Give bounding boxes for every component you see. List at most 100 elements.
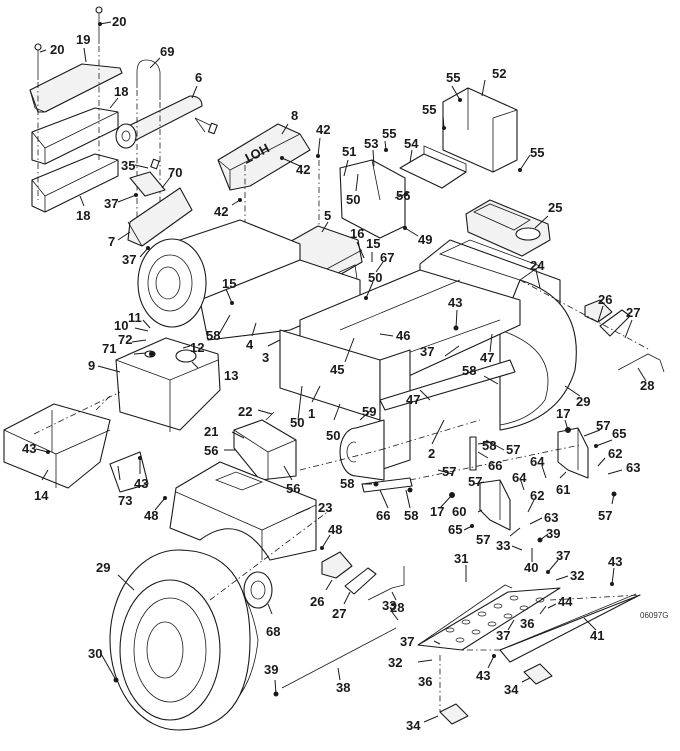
bezel-27-upper [599,309,631,337]
leader-lines [35,21,647,723]
callout-47: 47 [406,392,420,407]
callout-25: 25 [548,200,562,215]
battery-cover-52 [442,87,518,173]
step-41 [499,593,641,663]
callout-39: 39 [546,526,560,541]
callout-65: 65 [612,426,626,441]
callout-37: 37 [400,634,414,649]
callout-57: 57 [468,474,482,489]
callout-48: 48 [144,508,158,523]
callout-50: 50 [346,192,360,207]
seat-cushion-19 [29,63,123,113]
callout-55: 55 [422,102,436,117]
callout-17: 17 [430,504,444,519]
seat-pad-18-upper [31,107,119,165]
callout-38: 38 [336,680,350,695]
callout-58: 58 [404,508,418,523]
light-26-lower [321,551,353,579]
callout-29: 29 [96,560,110,575]
callout-11: 11 [128,310,142,325]
fuel-tank-9 [115,337,221,432]
callout-50: 50 [290,415,304,430]
callout-37: 37 [496,628,510,643]
callout-51: 51 [342,144,356,159]
callout-55: 55 [446,70,460,85]
callout-17: 17 [556,406,570,421]
callout-15: 15 [366,236,380,251]
footplate-31 [417,584,561,651]
callout-32: 32 [388,655,402,670]
seat-pad-18-lower [31,153,119,213]
callout-27: 27 [332,606,346,621]
callout-64: 64 [530,454,545,469]
callout-21: 21 [204,424,218,439]
callout-18: 18 [114,84,128,99]
callout-19: 19 [76,32,90,47]
callout-1: 1 [308,406,315,421]
callout-52: 52 [492,66,506,81]
callout-37: 37 [104,196,118,211]
callout-12: 12 [190,340,204,355]
callout-63: 63 [626,460,640,475]
callout-47: 47 [480,350,494,365]
mount-60 [479,479,511,531]
bar-66-upper [469,436,477,471]
bracket-28-upper [617,353,665,373]
callout-72: 72 [118,332,132,347]
callout-73: 73 [118,493,132,508]
callout-37: 37 [556,548,570,563]
callout-35: 35 [121,158,135,173]
callout-28: 28 [390,600,404,615]
callout-62: 62 [530,488,544,503]
callout-22: 22 [238,404,252,419]
callout-55: 55 [382,126,396,141]
callout-13: 13 [224,368,238,383]
callout-29: 29 [576,394,590,409]
tray-14 [3,403,111,489]
callout-43: 43 [476,668,490,683]
callout-28: 28 [640,378,654,393]
callout-59: 59 [362,404,376,419]
shaft-38 [281,627,397,689]
wheel-upper-left [137,238,207,328]
seat-mount-21 [233,411,297,481]
callout-50: 50 [368,270,382,285]
callout-62: 62 [608,446,622,461]
pin-20-right [95,6,103,44]
callout-26: 26 [598,292,612,307]
callout-66: 66 [376,508,390,523]
pin-20-left [34,43,42,80]
callout-69: 69 [160,44,174,59]
callout-41: 41 [590,628,604,643]
heat-shield-8: HOT [217,123,311,191]
callout-54: 54 [404,136,419,151]
callout-50: 50 [326,428,340,443]
callout-18: 18 [76,208,90,223]
callout-68: 68 [266,624,280,639]
callout-56: 56 [204,443,218,458]
pedal-34-left [439,703,469,725]
callout-65: 65 [448,522,462,537]
callout-42: 42 [296,162,310,177]
hardware-fasteners [46,22,617,697]
callout-7: 7 [108,234,115,249]
callout-27: 27 [626,305,640,320]
callout-44: 44 [558,594,573,609]
fender-23 [169,461,317,561]
bezel-27-lower [344,567,377,595]
callout-10: 10 [114,318,128,333]
callout-labels: 20 20 19 69 6 18 18 35 70 37 7 37 8 42 4… [22,14,668,733]
callout-23: 23 [318,500,332,515]
bracket-73 [109,451,149,493]
battery-tray-54 [399,145,467,189]
callout-48: 48 [328,522,342,537]
callout-36: 36 [418,674,432,689]
callout-9: 9 [88,358,95,373]
callout-57: 57 [596,418,610,433]
figure-id: 06097G [640,611,668,620]
callout-56: 56 [286,481,300,496]
callout-43: 43 [448,295,462,310]
callout-46: 46 [396,328,410,343]
callout-39: 39 [264,662,278,677]
